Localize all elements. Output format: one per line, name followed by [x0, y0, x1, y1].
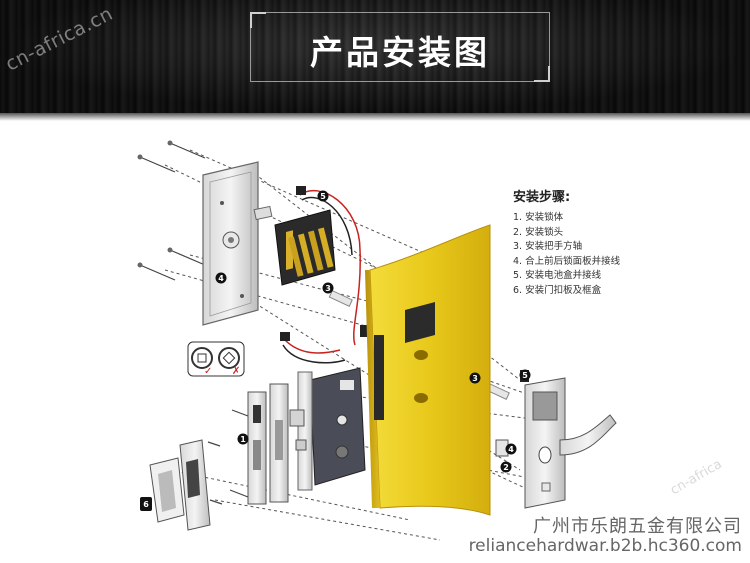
steps-title: 安装步骤:: [513, 190, 571, 205]
check-mark: ✓: [204, 366, 212, 377]
callout-1: 1: [240, 435, 246, 444]
header-banner: 产品安装图: [0, 0, 750, 113]
battery-box: [274, 209, 336, 286]
website-url: reliancehardwar.b2b.hc360.com: [468, 536, 742, 556]
spindle: [328, 289, 353, 307]
installation-steps: 安装步骤: 1. 安装锁体 2. 安装锁头 3. 安装把手方轴 4. 合上前后锁…: [513, 186, 620, 298]
callout-4: 4: [218, 274, 224, 283]
callout-3: 3: [325, 284, 331, 293]
callout-markers: 5 3 4 1 3 4 2 5 6: [140, 190, 531, 511]
callout-2: 2: [503, 463, 509, 472]
header-shadow: [0, 113, 750, 121]
step-item: 6. 安装门扣板及框盒: [513, 284, 602, 296]
title-frame: 产品安装图: [250, 12, 550, 82]
installation-diagram: ✓ ✗: [137, 140, 617, 541]
step-item: 3. 安装把手方轴: [513, 241, 583, 252]
screw-set-lock: [207, 409, 249, 505]
step-item: 1. 安装锁体: [513, 212, 564, 223]
title-border: [250, 12, 550, 82]
connector: [360, 325, 369, 337]
step-item: 4. 合上前后锁面板并接线: [513, 255, 621, 267]
step-item: 2. 安装锁头: [513, 226, 564, 238]
page-title: 产品安装图: [310, 33, 490, 72]
callout-3b: 3: [472, 374, 478, 383]
step-item: 5. 安装电池盒并接线: [513, 270, 602, 281]
connector: [280, 332, 290, 341]
front-panel: [495, 377, 617, 509]
cross-mark: ✗: [232, 366, 240, 377]
door-panel: [365, 224, 491, 516]
company-name: 广州市乐朗五金有限公司: [533, 516, 742, 537]
faceplate: [247, 383, 289, 505]
screw-set-top: [139, 142, 206, 281]
mortise-slot: [374, 335, 384, 420]
orientation-guide: ✓ ✗: [187, 341, 245, 377]
callout-4b: 4: [508, 445, 514, 454]
callout-5b: 5: [522, 371, 528, 380]
back-panel: [202, 161, 273, 326]
callout-5: 5: [320, 192, 326, 201]
callout-6: 6: [143, 500, 149, 509]
strike-plate: [149, 439, 211, 531]
lock-body: [289, 367, 366, 491]
connector: [296, 186, 306, 195]
panel-cutout: [405, 302, 435, 343]
